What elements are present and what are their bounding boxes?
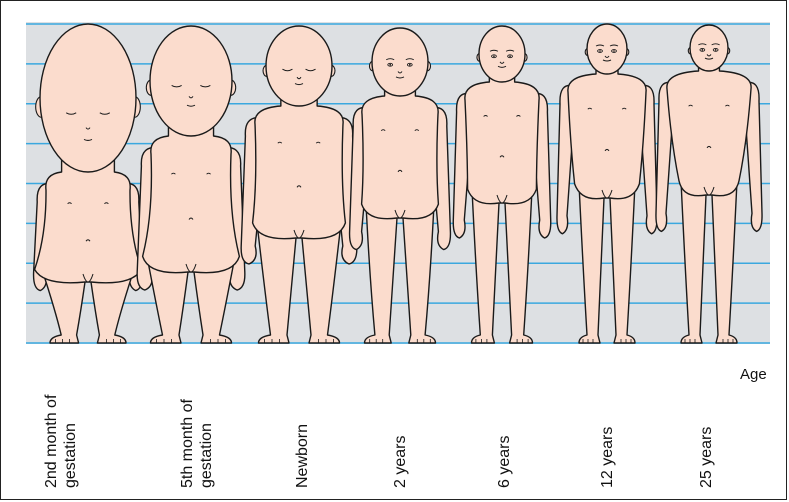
head [587,24,627,74]
torso [667,67,751,196]
pupil [599,50,601,52]
stage-label-line: 2 years [391,436,410,488]
stage-label-newborn: Newborn [293,424,312,488]
stage-label-line: gestation [197,399,216,488]
head [266,26,332,106]
stage-label-line: 6 years [495,436,514,488]
torso [143,126,240,273]
stage-label-2-years: 2 years [391,436,410,488]
stage-label-25-years: 25 years [697,427,716,488]
stage-label-line: 2nd month of [42,395,61,488]
pupil [493,55,495,57]
torso [253,99,346,239]
stage-label-12-years: 12 years [598,427,617,488]
age-axis-label: Age [740,366,767,383]
torso [568,70,646,199]
stage-label-line: 12 years [598,427,617,488]
pupil [409,64,411,66]
pupil [702,49,704,51]
stage-label-line: 25 years [697,427,716,488]
head [40,24,136,172]
torso [465,77,539,204]
stage-label-2nd-month: 2nd month of gestation [42,395,80,488]
stage-label-line: gestation [61,395,80,488]
head [372,28,428,96]
pupil [715,49,717,51]
pupil [509,55,511,57]
stage-label-line: 5th month of [178,399,197,488]
pupil [389,64,391,66]
stage-label-line: Newborn [293,424,312,488]
stage-label-6-years: 6 years [495,436,514,488]
head [150,26,232,136]
torso [35,159,142,283]
head [690,25,728,71]
pupil [613,50,615,52]
stage-label-5th-month: 5th month of gestation [178,399,216,488]
head [479,26,525,82]
torso [362,90,439,219]
